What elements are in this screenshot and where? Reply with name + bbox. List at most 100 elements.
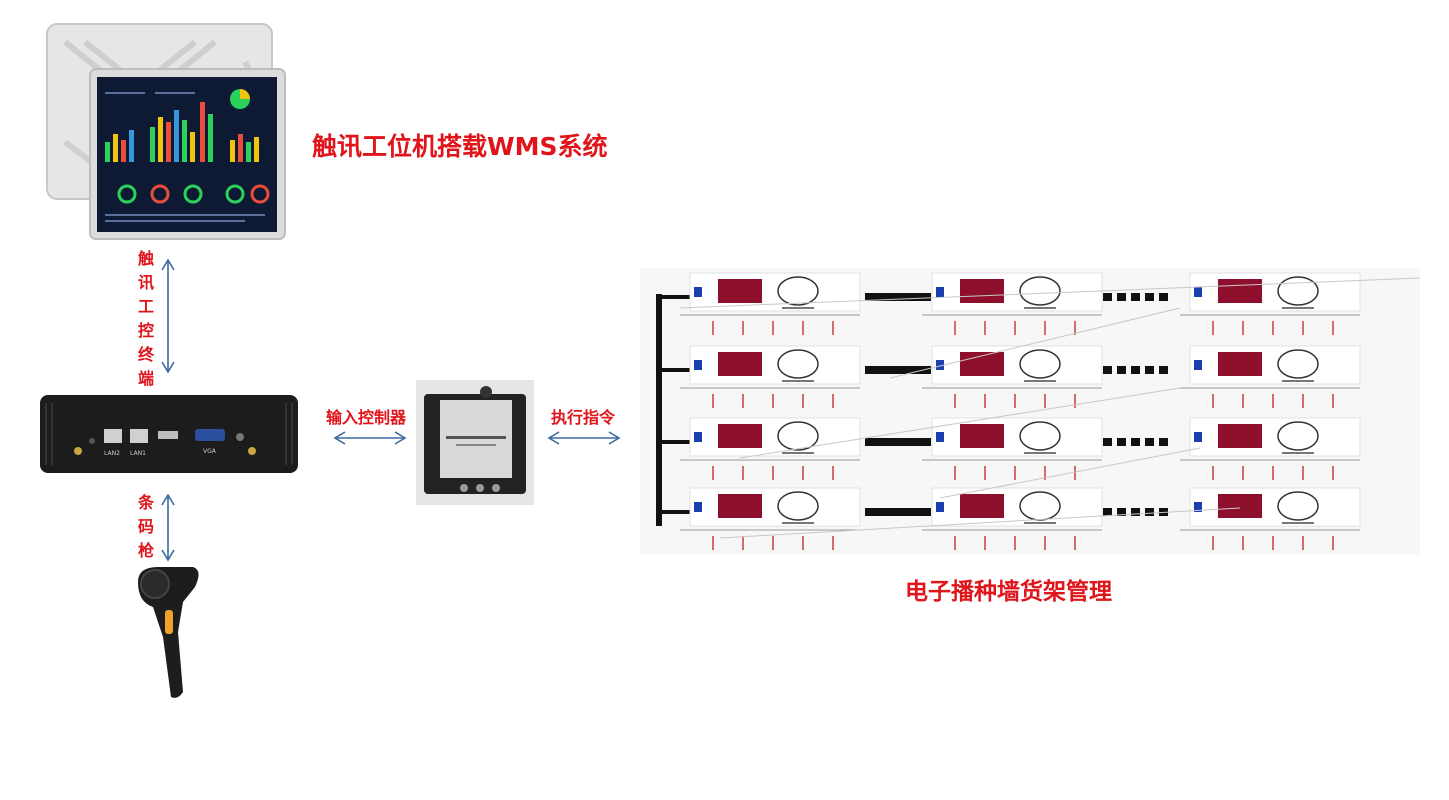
shelf-tick [1272,321,1274,335]
module-blue-led [936,287,944,297]
svg-text:LAN2: LAN2 [104,450,120,457]
shelf-tick [984,321,986,335]
pick-module [931,487,1103,527]
module-label [782,452,814,454]
shelf-tick [1302,536,1304,550]
shelf-tick [1212,394,1214,408]
pick-module [1189,345,1361,385]
pick-module [689,487,861,527]
module-button [777,349,819,379]
shelf-tick [1014,394,1016,408]
module-label [782,307,814,309]
module-button [777,276,819,306]
module-connector-dash [1117,438,1126,446]
module-button [1277,491,1319,521]
module-display [1218,352,1262,376]
module-blue-led [694,360,702,370]
shelf-tick [1272,394,1274,408]
shelf-tick [802,536,804,550]
shelf-tick [1074,536,1076,550]
shelf-row-connector [656,295,694,299]
shelf-tick [984,536,986,550]
module-blue-led [1194,502,1202,512]
shelf-row-connector [656,440,694,444]
module-button [777,491,819,521]
shelf-tick [1074,466,1076,480]
module-connector-dash [1131,293,1140,301]
module-display [718,279,762,303]
shelf-tick [954,394,956,408]
shelf-tick [1212,321,1214,335]
module-blue-led [1194,432,1202,442]
svg-text:VGA: VGA [203,448,217,455]
module-label [1282,307,1314,309]
module-button [1019,421,1061,451]
shelf-tick [954,321,956,335]
module-display [718,352,762,376]
shelf-tick [1332,394,1334,408]
module-blue-led [936,432,944,442]
module-connector-dash [1103,366,1112,374]
shelf-tick [802,321,804,335]
module-blue-led [1194,287,1202,297]
module-connector-dash [1103,293,1112,301]
shelf-tick [1242,536,1244,550]
module-connector-dash [1145,508,1154,516]
shelf-tick [1014,536,1016,550]
barcode-gun-label: 条码枪 [137,493,154,560]
shelf-tick [1272,466,1274,480]
module-button [777,421,819,451]
module-label [782,522,814,524]
module-display [1218,279,1262,303]
shelf-tick [1014,466,1016,480]
shelf-tick [772,536,774,550]
pick-module [1189,487,1361,527]
module-label [1024,452,1056,454]
pick-module [1189,417,1361,457]
module-display [960,279,1004,303]
module-connector-dash [1103,438,1112,446]
module-connector-dash [1103,508,1112,516]
module-connector-dash [1159,366,1168,374]
shelf-tick [1302,321,1304,335]
shelf-tick [1212,536,1214,550]
shelf-tick [1014,321,1016,335]
module-button [1277,276,1319,306]
module-blue-led [694,502,702,512]
controller-box-drawing [416,380,534,505]
shelf-wire [719,507,1241,539]
module-connector [865,293,931,301]
shelf-row-connector [656,510,694,514]
module-connector-dash [1131,366,1140,374]
touch-panel-image [45,22,290,247]
shelf-tick [802,466,804,480]
shelf-tick [772,394,774,408]
shelf-tick [742,536,744,550]
module-connector-dash [1145,438,1154,446]
shelf-tick [712,321,714,335]
shelf-tick [1332,536,1334,550]
shelf-tick [1242,466,1244,480]
wms-system-label: 触讯工位机搭载WMS系统 [312,132,608,161]
barcode-scanner-image [133,562,208,702]
module-label [782,380,814,382]
module-button [1019,491,1061,521]
screen-bars [105,102,259,162]
svg-text:LAN1: LAN1 [130,450,146,457]
module-label [1024,380,1056,382]
module-connector-dash [1117,293,1126,301]
shelf-tick [712,394,714,408]
controller-box-image [416,380,534,505]
shelf-wire [889,307,1181,379]
pick-module [931,345,1103,385]
module-display [1218,424,1262,448]
module-connector [865,438,931,446]
shelf-wire [739,387,1181,459]
shelf-row-connector [656,368,694,372]
module-blue-led [936,502,944,512]
module-connector-dash [1145,366,1154,374]
pick-module [689,272,861,312]
shelf-tick [1212,466,1214,480]
shelf-tick [1332,466,1334,480]
shelf-tick [984,394,986,408]
